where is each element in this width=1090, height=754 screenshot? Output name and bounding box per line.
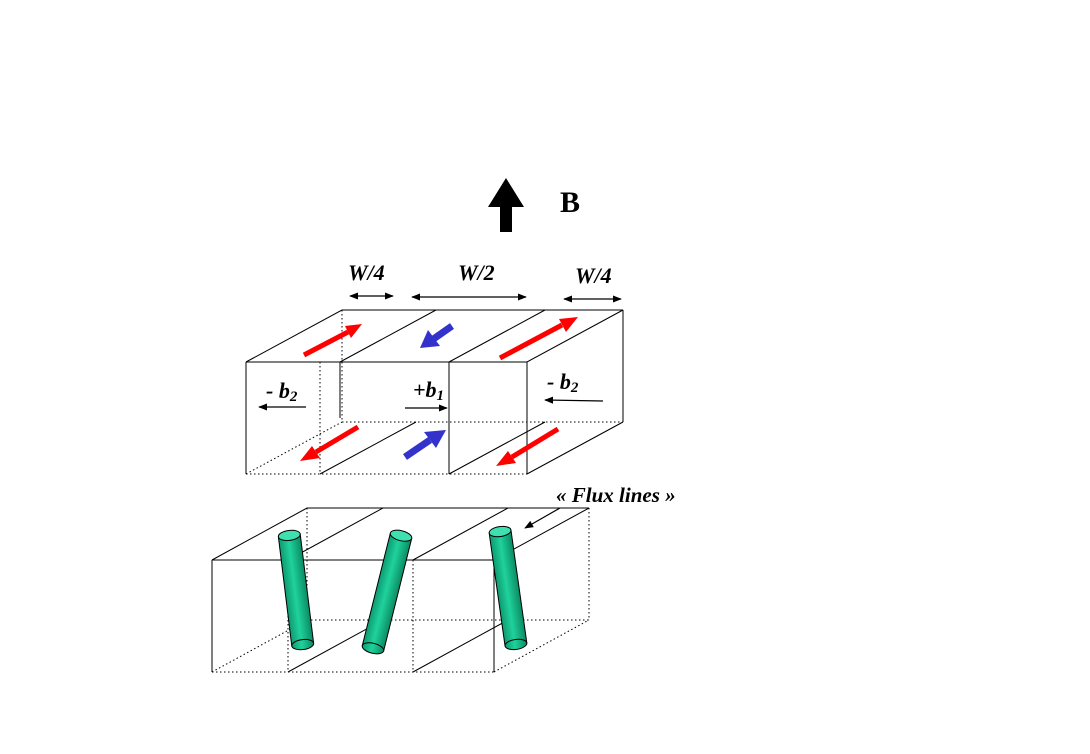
flux-cylinder-icon: [361, 529, 413, 655]
field-label: B: [560, 186, 580, 219]
flux-label: « Flux lines »: [556, 483, 676, 507]
blue-arrow-icon: [403, 430, 446, 460]
red-arrow-icon: [300, 424, 360, 461]
direction-arrow-icon: [544, 396, 604, 404]
red-arrow-icon: [496, 426, 560, 466]
field-arrow-icon: [488, 178, 524, 232]
flux-pointer-icon: [524, 507, 561, 529]
upper-slab: [245, 309, 624, 475]
width-label-middle: W/2: [458, 260, 495, 285]
domain-label-left: - b2: [266, 378, 298, 405]
width-label-left: W/4: [348, 260, 385, 285]
domain-label-right: - b2: [547, 369, 579, 396]
blue-arrow-icon: [420, 323, 455, 348]
flux-cylinder-icon: [277, 529, 315, 651]
red-arrow-icon: [498, 317, 578, 361]
red-arrow-icon: [302, 324, 362, 358]
flux-cylinder-icon: [488, 525, 528, 651]
domain-label-middle: +b1: [413, 377, 444, 404]
width-label-right: W/4: [575, 263, 612, 288]
